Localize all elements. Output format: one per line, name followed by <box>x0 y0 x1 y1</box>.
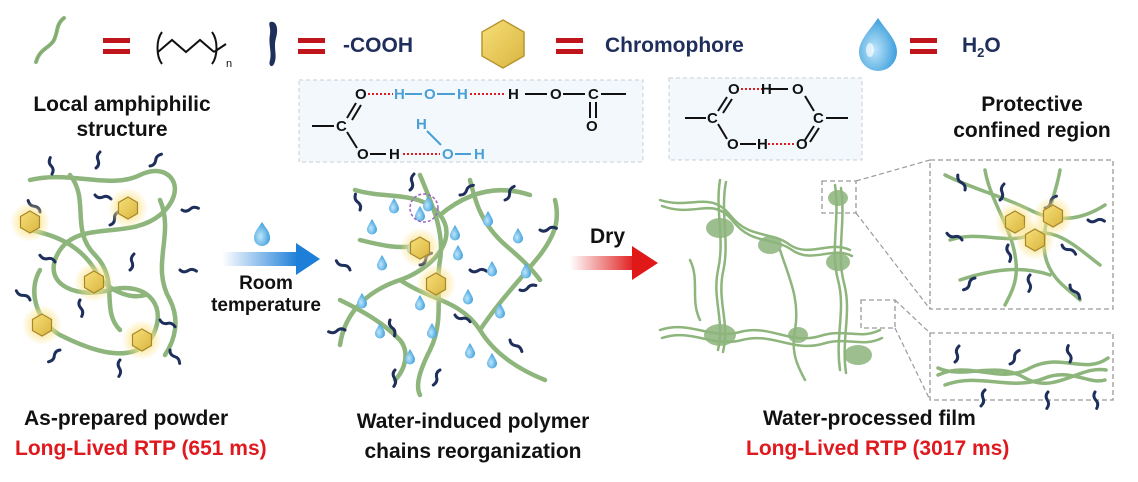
chem2-atom-o3: O <box>727 136 739 153</box>
chem1-atom-o-water: O <box>424 86 436 103</box>
chem1-atom-o-water2: O <box>442 146 454 163</box>
chem2-atom-o1: O <box>728 81 740 98</box>
water-droplet-icon <box>859 18 897 71</box>
polyethylene-structure-icon <box>156 31 227 65</box>
dry-arrow[interactable] <box>570 246 658 280</box>
chem-box-1-bonds <box>312 93 626 149</box>
film-polymer-clusters <box>704 190 872 365</box>
chem1-atom-c-right: C <box>588 86 599 103</box>
chem-box-2-bonds <box>685 88 848 145</box>
water-formula-o: O <box>984 34 1001 57</box>
local-amphiphilic-line-1: Local amphiphilic <box>33 93 211 116</box>
protective-region-label: Protective confined region <box>932 92 1132 144</box>
chem1-atom-h2: H <box>457 86 468 103</box>
chem2-atom-c1: C <box>707 110 718 127</box>
zoom-source-box-2 <box>860 299 896 329</box>
water-stage-line-1: Water-induced polymer <box>356 410 590 433</box>
room-temperature-label: Room temperature <box>196 273 336 317</box>
dry-label: Dry <box>590 225 626 248</box>
chem1-atom-h4: H <box>389 146 400 163</box>
zoom-2-polymer-chains <box>936 356 1110 387</box>
legend-polymer-icon <box>34 16 66 64</box>
film-title: Water-processed film <box>763 407 976 430</box>
chem1-atom-o-lower: O <box>357 146 369 163</box>
water-stage-label: Water-induced polymer chains reorganizat… <box>318 407 628 467</box>
chromophore-label: Chromophore <box>605 34 744 57</box>
chem1-atom-h1: H <box>394 86 405 103</box>
local-amphiphilic-line-2: structure <box>76 118 168 141</box>
chem1-atom-c-left: C <box>336 118 347 135</box>
room-line-2: temperature <box>211 295 321 316</box>
chem1-atom-h3: H <box>508 86 519 103</box>
protective-line-1: Protective <box>981 93 1083 116</box>
chem1-atom-h5: H <box>474 146 485 163</box>
water-stage-line-2: chains reorganization <box>364 440 582 463</box>
chem2-atom-h1: H <box>761 81 772 98</box>
chem1-atom-o-top: O <box>355 86 367 103</box>
powder-chromophores <box>9 187 163 361</box>
chem1-atom-o-bottom-right: O <box>586 118 598 135</box>
room-line-1: Room <box>239 273 293 294</box>
water-formula-label: H2O <box>962 34 1001 60</box>
polymer-subscript-n: n <box>226 58 233 70</box>
room-temperature-arrow[interactable] <box>222 243 320 275</box>
protective-line-2: confined region <box>953 119 1111 142</box>
powder-title: As-prepared powder <box>24 407 229 430</box>
chem1-atom-h-upper: H <box>416 116 427 133</box>
equals-sign-1 <box>103 38 130 54</box>
chem1-atom-o-right: O <box>550 86 562 103</box>
equals-sign-4 <box>910 38 937 54</box>
chem-box-1-water-bonds <box>405 93 471 155</box>
chem2-atom-o4: O <box>796 136 808 153</box>
zoom-connector-lines <box>855 159 931 401</box>
equals-sign-3 <box>556 38 583 54</box>
local-amphiphilic-label: Local amphiphilic structure <box>14 92 230 142</box>
chem-box-2-hbonds <box>741 88 794 145</box>
zoom-source-box-1 <box>821 180 857 214</box>
chem2-atom-h2: H <box>757 136 768 153</box>
chem2-atom-c2: C <box>813 110 824 127</box>
film-polymer-network <box>658 178 884 382</box>
chromophore-hexagon-icon <box>481 19 525 69</box>
water-highlight-circle <box>409 193 439 223</box>
film-rtp-label: Long-Lived RTP (3017 ms) <box>746 437 1010 460</box>
arrow-water-droplet-icon <box>254 222 270 246</box>
chem-box-1-hbonds <box>368 93 505 155</box>
chem2-atom-o2: O <box>792 81 804 98</box>
water-formula-subscript: 2 <box>977 45 985 61</box>
powder-rtp-label: Long-Lived RTP (651 ms) <box>15 437 267 460</box>
zoom-box-chain-segment <box>929 332 1114 401</box>
water-formula-h: H <box>962 34 978 57</box>
cooh-tail-icon <box>269 21 278 67</box>
equals-sign-2 <box>298 38 325 54</box>
cooh-label: -COOH <box>343 34 413 57</box>
